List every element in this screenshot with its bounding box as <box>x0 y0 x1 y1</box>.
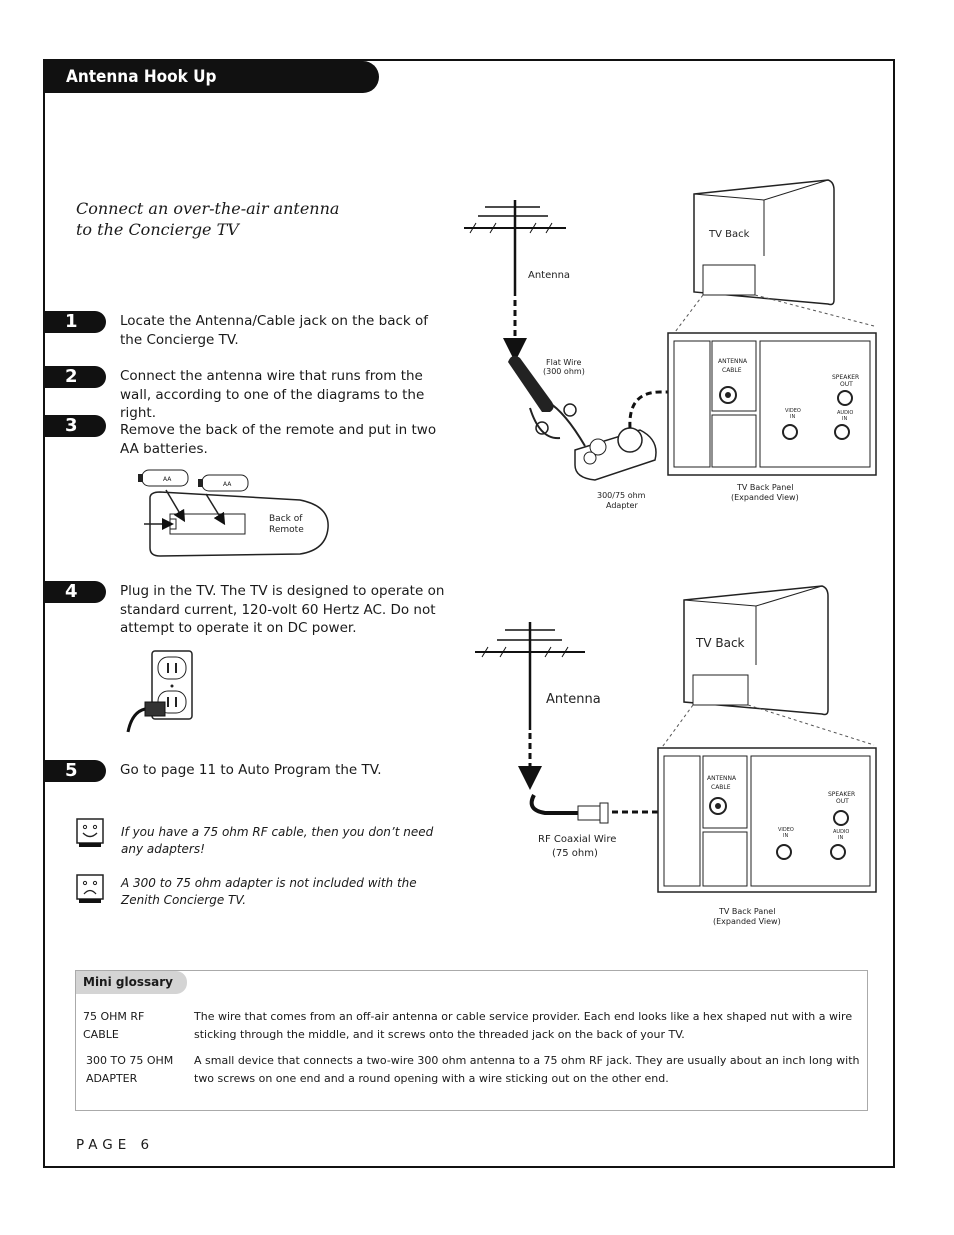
step-5-text: Go to page 11 to Auto Program the TV. <box>120 762 382 778</box>
step-1-number: 1 <box>45 311 106 333</box>
glossary-term-2: 300 TO 75 OHM ADAPTER <box>86 1054 174 1085</box>
note-smiley-text: If you have a 75 ohm RF cable, then you … <box>121 825 434 856</box>
page-frame <box>43 59 895 1168</box>
note-frown-text: A 300 to 75 ohm adapter is not included … <box>121 876 417 907</box>
step-2-number: 2 <box>45 366 106 388</box>
intro-line-2: to the Concierge TV <box>76 220 239 239</box>
glossary-box <box>75 970 868 1111</box>
glossary-def-1: The wire that comes from an off-air ante… <box>194 1010 853 1041</box>
intro-heading: Connect an over-the-air antenna to the C… <box>76 198 376 240</box>
glossary-title: Mini glossary <box>76 971 187 994</box>
glossary-term-1: 75 OHM RF CABLE <box>83 1010 145 1041</box>
glossary-def-2: A small device that connects a two-wire … <box>194 1054 860 1085</box>
step-3-text: Remove the back of the remote and put in… <box>120 422 437 457</box>
title-tab <box>45 61 379 93</box>
step-3-number: 3 <box>45 415 106 437</box>
step-1-text: Locate the Antenna/Cable jack on the bac… <box>120 313 429 348</box>
page-number: PAGE 6 <box>76 1137 155 1153</box>
step-4-text: Plug in the TV. The TV is designed to op… <box>120 583 445 636</box>
page-title: Antenna Hook Up <box>66 67 217 87</box>
frowning-face-icon <box>76 874 104 903</box>
intro-line-1: Connect an over-the-air antenna <box>76 199 340 218</box>
step-4-number: 4 <box>45 581 106 603</box>
step-5-number: 5 <box>45 760 106 782</box>
smiley-face-icon <box>76 818 104 847</box>
step-2-text: Connect the antenna wire that runs from … <box>120 368 425 421</box>
